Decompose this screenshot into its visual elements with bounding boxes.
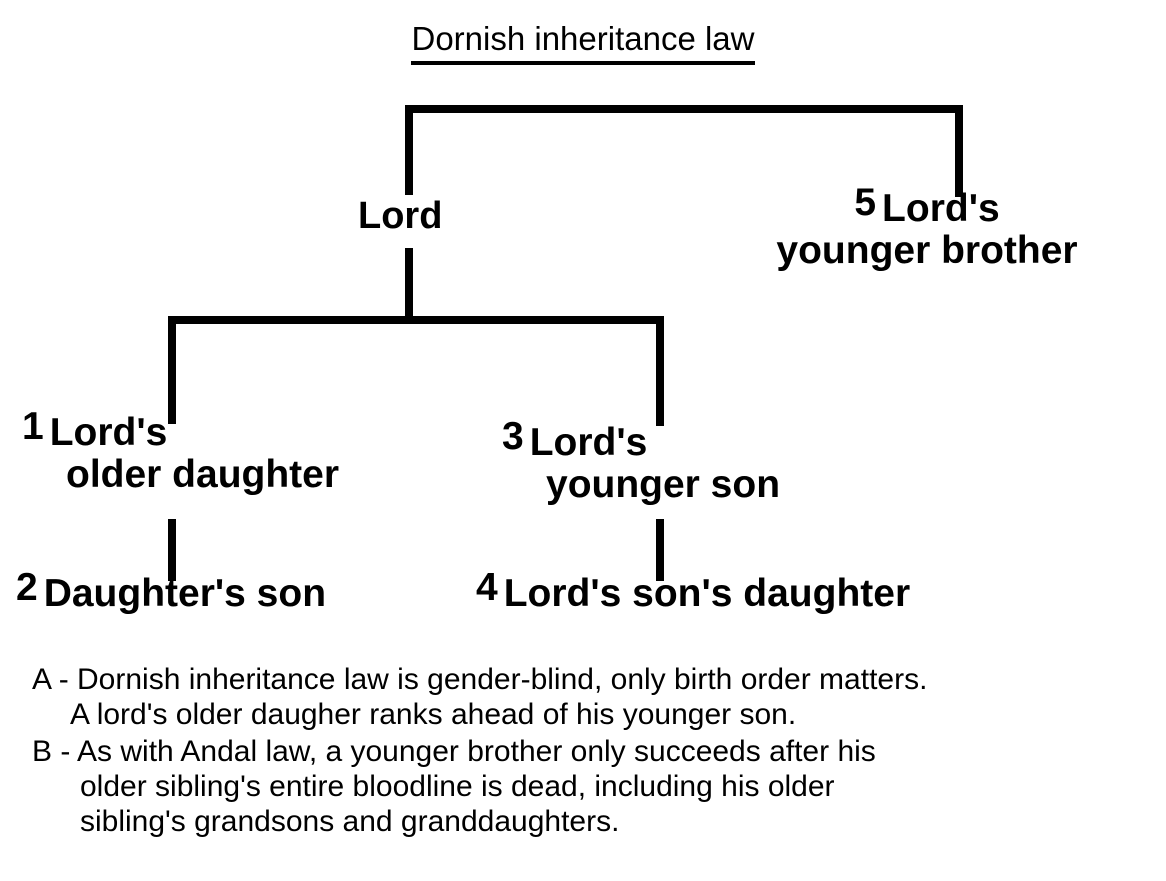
- node-rank-number-4: 4: [476, 566, 498, 609]
- node-lord-label: Lord: [358, 195, 443, 237]
- node-older-daughter-label-line2: older daughter: [66, 453, 340, 497]
- connector-top-horizontal: [405, 105, 963, 113]
- connector-children-left-stem: [168, 316, 176, 424]
- connector-lord-down-stem: [405, 248, 413, 324]
- node-rank-number-2: 2: [16, 566, 38, 609]
- page-title: Dornish inheritance law: [0, 20, 1166, 65]
- footnote-b-line1: As with Andal law, a younger brother onl…: [77, 735, 876, 769]
- node-older-daughter-label-line1: Lord's: [49, 411, 168, 454]
- connector-children-horizontal: [168, 316, 664, 324]
- node-brother-label-line1: Lord's: [882, 187, 1000, 230]
- page-title-text: Dornish inheritance law: [411, 20, 755, 65]
- footnote-b: B - As with Andal law, a younger brother…: [32, 734, 1152, 839]
- footnotes: A - Dornish inheritance law is gender-bl…: [32, 662, 1152, 841]
- connector-daughters-son-stem: [168, 519, 176, 581]
- node-younger-son-label-line1: Lord's: [529, 421, 648, 464]
- node-younger-son-label-line2: younger son: [546, 463, 781, 507]
- footnote-a-label: A -: [32, 663, 78, 696]
- node-rank-number-3: 3: [502, 415, 524, 458]
- footnote-a-line1: Dornish inheritance law is gender-blind,…: [77, 663, 928, 696]
- node-sons-daughter-label: Lord's son's daughter: [503, 572, 911, 615]
- footnote-a-line2: A lord's older daugher ranks ahead of hi…: [70, 698, 797, 732]
- node-daughters-son-label: Daughter's son: [43, 572, 327, 615]
- footnote-b-label: B -: [32, 735, 78, 769]
- footnote-b-line3: sibling's grandsons and granddaughters.: [80, 805, 620, 839]
- node-lord[interactable]: Lord: [358, 195, 443, 237]
- connector-children-right-stem: [656, 316, 664, 426]
- connector-top-right-stem: [955, 105, 963, 197]
- footnote-a: A - Dornish inheritance law is gender-bl…: [32, 662, 1152, 732]
- connector-sons-daughter-stem: [656, 519, 664, 581]
- node-rank-number-1: 1: [22, 405, 44, 448]
- footnote-b-line2: older sibling's entire bloodline is dead…: [80, 770, 835, 804]
- connector-top-left-stem: [405, 105, 413, 195]
- node-brother-label-line2: younger brother: [776, 229, 1078, 273]
- node-rank-number-5: 5: [854, 181, 877, 224]
